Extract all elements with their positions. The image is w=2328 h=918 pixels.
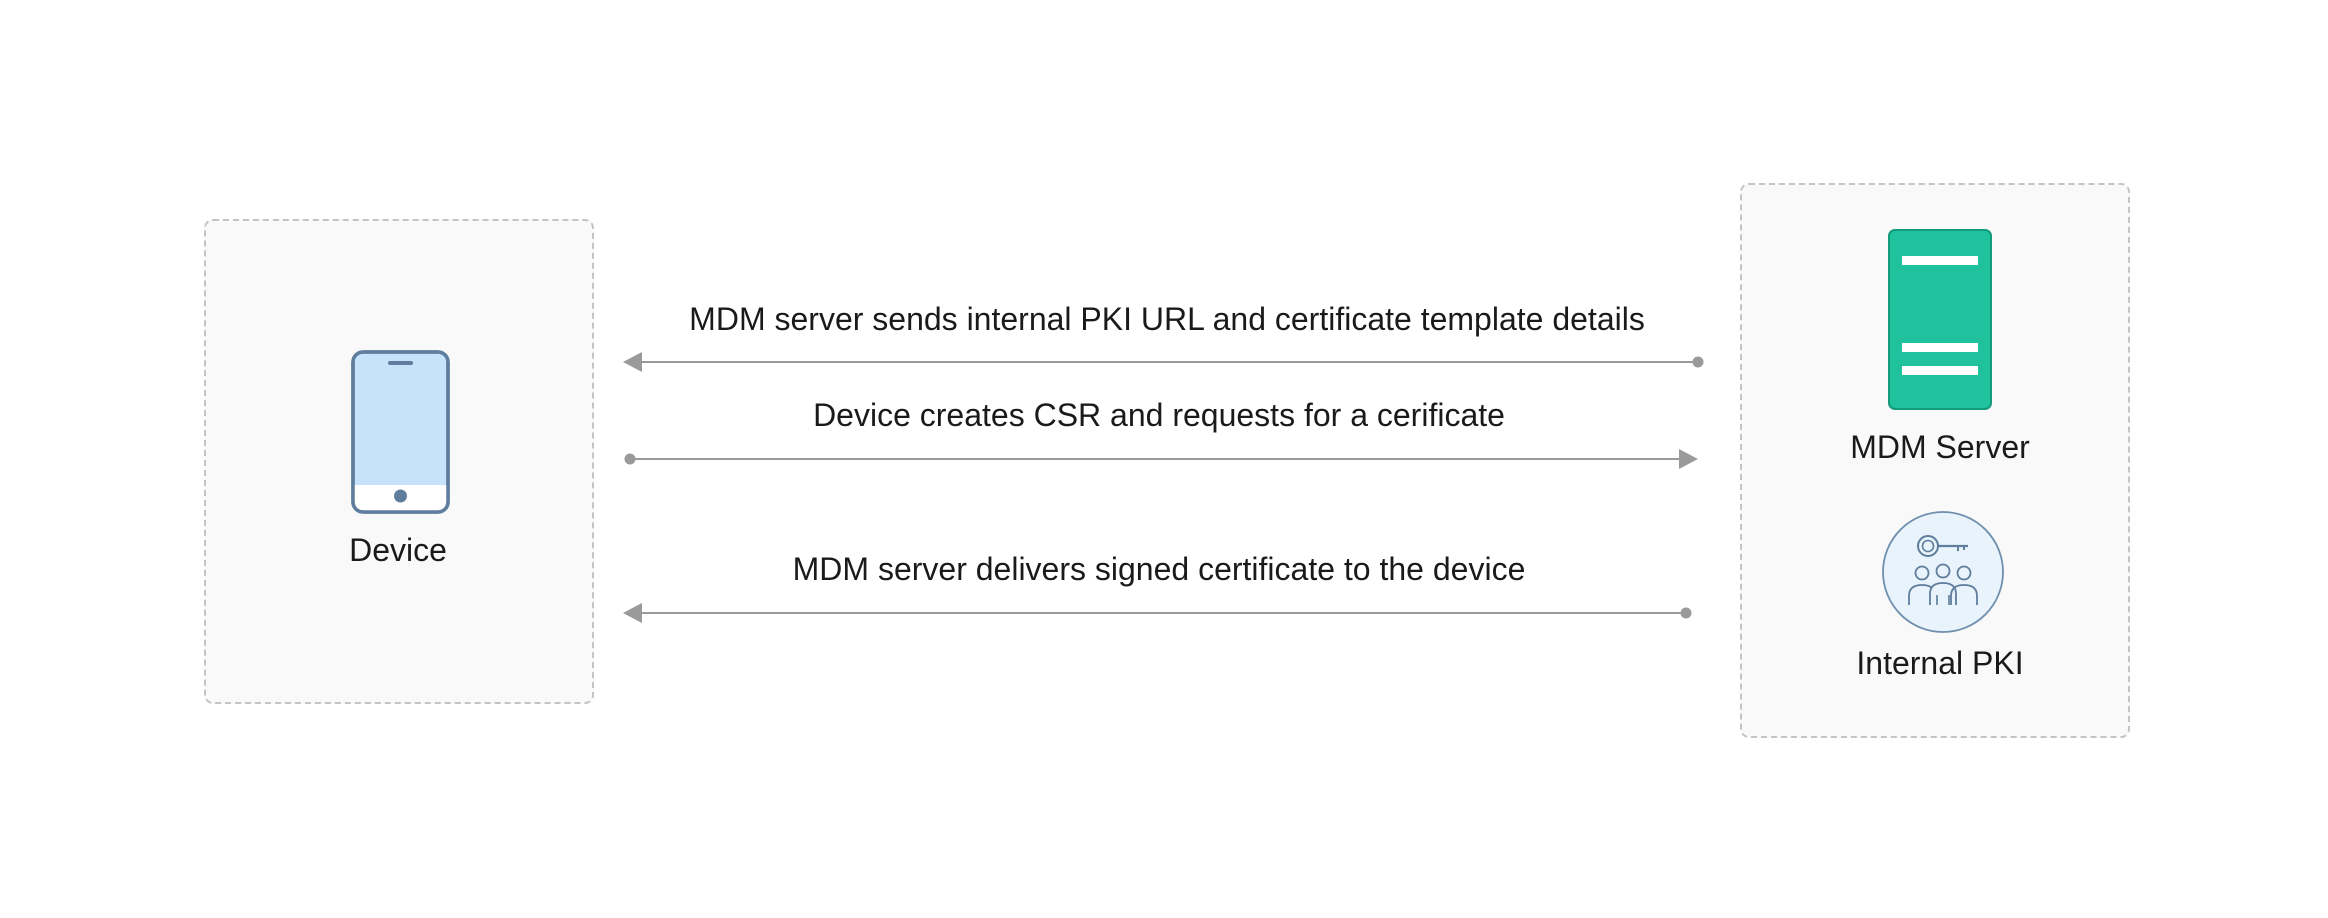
arrow-server-to-device-1 [623,352,1704,372]
smartphone-icon [351,350,450,514]
message-1-label: MDM server sends internal PKI URL and ce… [689,301,1645,337]
message-2-label: Device creates CSR and requests for a ce… [813,397,1505,433]
pki-key-people-icon [1882,511,2004,633]
mdm-server-label: MDM Server [1850,429,2030,465]
arrow-server-to-device-2 [623,603,1692,623]
server-icon [1888,229,1992,410]
internal-pki-label: Internal PKI [1856,645,2024,681]
device-label: Device [349,532,447,568]
message-3-label: MDM server delivers signed certificate t… [792,551,1526,587]
arrow-device-to-server [624,449,1698,469]
